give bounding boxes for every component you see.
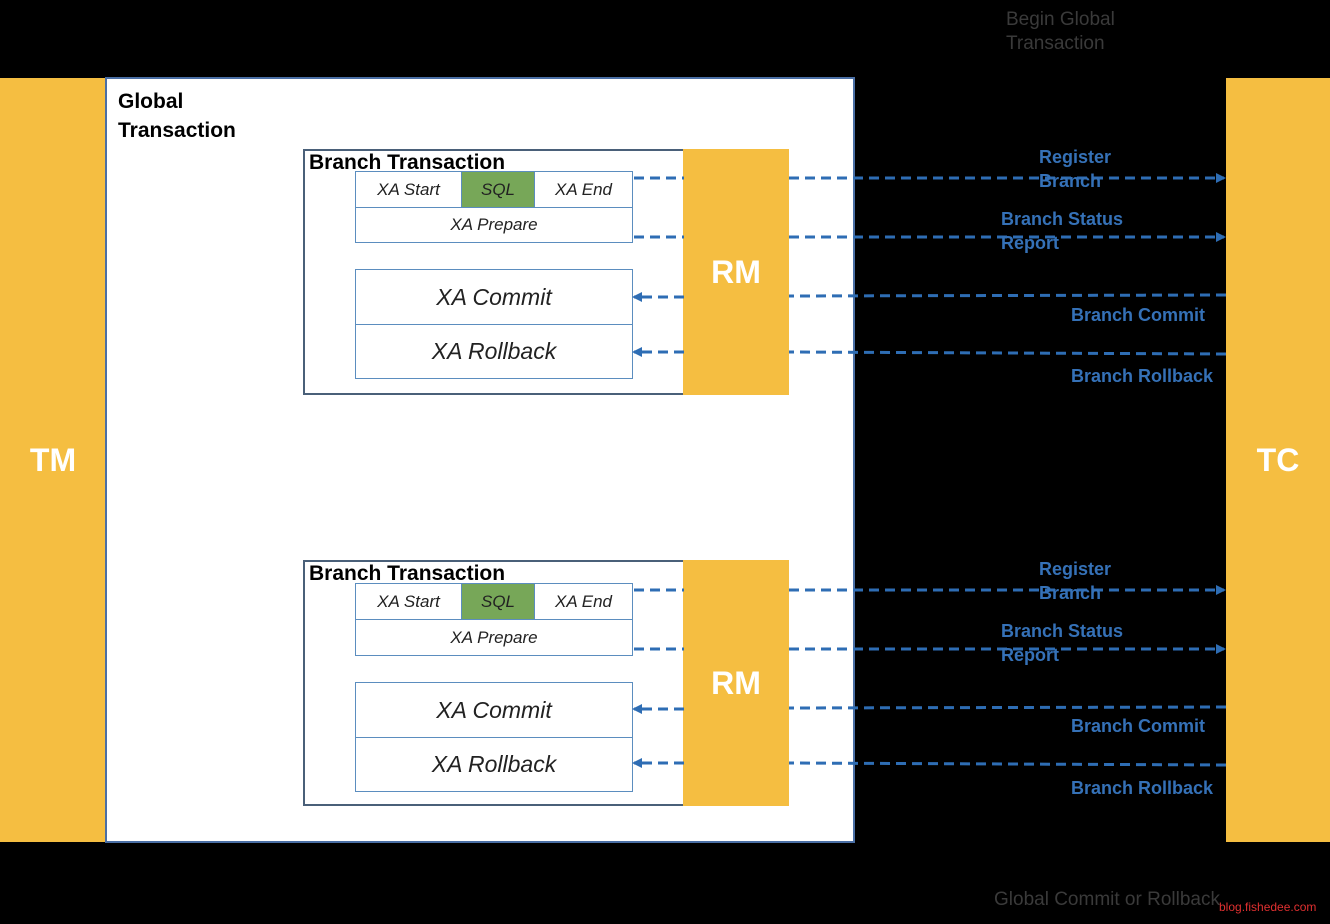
b2-rollback-line-right xyxy=(788,761,1227,767)
b1-status-line1: Branch Status xyxy=(1001,209,1124,229)
tm-label: TM xyxy=(29,441,77,478)
b1-rollback-label: Branch Rollback xyxy=(1071,366,1214,386)
watermark: blog.fishedee.com xyxy=(1219,900,1317,914)
tm-actor: TM xyxy=(0,78,106,842)
branch-2-xa-end: XA End xyxy=(534,583,633,620)
b2-commit-line-right xyxy=(788,705,1227,710)
branch-2-xa-start: XA Start xyxy=(355,583,462,620)
branch-1-rm: RM xyxy=(683,149,789,395)
global-title-line2: Transaction xyxy=(118,119,236,142)
branch-1-sql: SQL xyxy=(461,171,535,208)
b1-register-line2: Branch xyxy=(1039,171,1102,191)
b1-commit-line-right xyxy=(788,293,1227,298)
branch-2-title: Branch Transaction xyxy=(309,562,506,585)
ghost-begin-line1: Begin Global xyxy=(1006,9,1115,30)
branch-1-title: Branch Transaction xyxy=(309,151,506,174)
b1-status-label: Branch Status Report xyxy=(1001,207,1123,255)
b2-register-line1: Register xyxy=(1039,559,1112,579)
b1-register-label: Register Branch xyxy=(1039,145,1111,193)
global-transaction-title: Global Transaction xyxy=(118,87,236,145)
branch-1-xa-rollback: XA Rollback xyxy=(355,324,633,379)
branch-2-xa-prepare: XA Prepare xyxy=(355,619,633,656)
branch-2-xa-rollback: XA Rollback xyxy=(355,737,633,792)
b1-commit-label: Branch Commit xyxy=(1071,305,1206,325)
tc-actor: TC xyxy=(1226,78,1330,842)
branch-1-rm-label: RM xyxy=(711,253,761,290)
b2-rollback-label: Branch Rollback xyxy=(1071,778,1214,798)
b2-status-line1: Branch Status xyxy=(1001,621,1124,641)
branch-2-sql: SQL xyxy=(461,583,535,620)
ghost-finish-label: Global Commit or Rollback xyxy=(994,889,1220,910)
b2-status-line2: Report xyxy=(1001,645,1059,665)
tc-label: TC xyxy=(1256,441,1300,478)
b1-register-line1: Register xyxy=(1039,147,1112,167)
branch-2-rm: RM xyxy=(683,560,789,806)
branch-1-xa-commit: XA Commit xyxy=(355,269,633,325)
b1-status-line2: Report xyxy=(1001,233,1059,253)
ghost-begin-line2: Transaction xyxy=(1006,33,1105,54)
b2-status-label: Branch Status Report xyxy=(1001,619,1123,667)
b1-rollback-line-right xyxy=(788,350,1227,356)
branch-2-xa-commit: XA Commit xyxy=(355,682,633,738)
ghost-begin-label: Begin Global Transaction xyxy=(1006,8,1115,56)
b2-register-label: Register Branch xyxy=(1039,557,1111,605)
branch-1-xa-start: XA Start xyxy=(355,171,462,208)
b2-register-line2: Branch xyxy=(1039,583,1102,603)
branch-1-xa-prepare: XA Prepare xyxy=(355,207,633,243)
branch-2-rm-label: RM xyxy=(711,664,761,701)
branch-1-xa-end: XA End xyxy=(534,171,633,208)
global-title-line1: Global xyxy=(118,90,184,113)
b2-commit-label: Branch Commit xyxy=(1071,716,1206,736)
